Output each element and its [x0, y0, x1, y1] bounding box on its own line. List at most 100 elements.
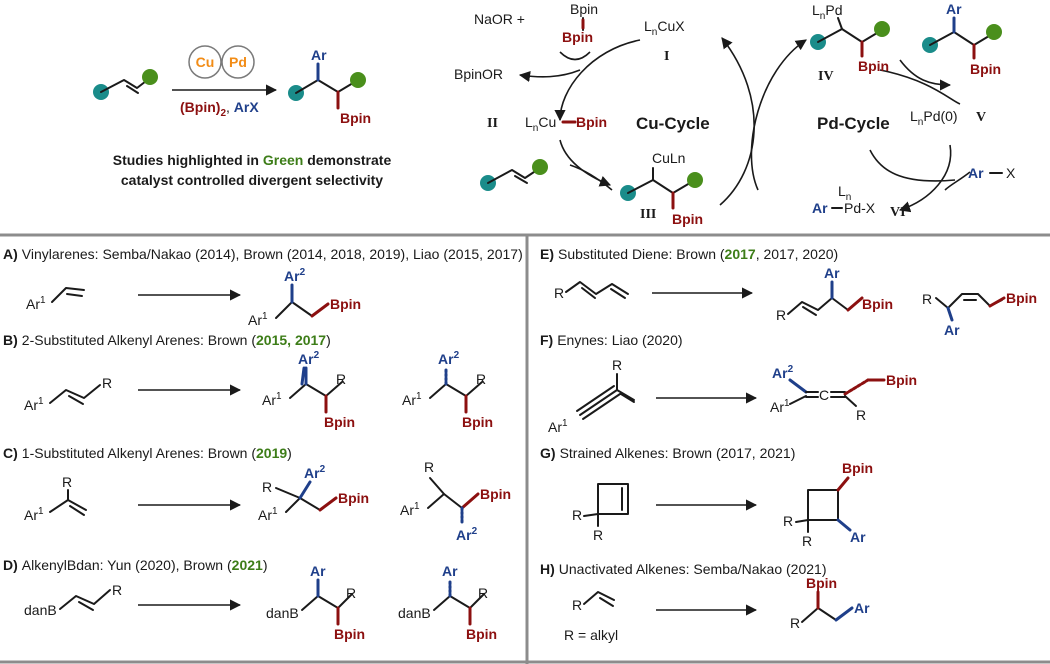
- d-p2-bpin: Bpin: [466, 626, 497, 642]
- green-ball: [350, 72, 366, 88]
- g-r1-bond: [583, 513, 599, 517]
- naor-text: NaOR +: [474, 11, 525, 27]
- a-product-bpin: Bpin: [330, 296, 361, 312]
- g-bpin-bond: [836, 476, 850, 492]
- f-ar2-bond: [788, 378, 808, 394]
- section-F-header: F)Enynes: Liao (2020): [540, 332, 683, 348]
- b-p2-bpin: Bpin: [462, 414, 493, 430]
- h-ar-bond: [834, 606, 854, 622]
- product-bpin: Bpin: [970, 61, 1001, 77]
- section-B-header: B)2-Substituted Alkenyl Arenes: Brown (2…: [3, 332, 331, 348]
- d-reactant-danb: danB: [24, 602, 57, 618]
- e-double-2: [610, 288, 626, 299]
- f-product-bpin: Bpin: [886, 372, 917, 388]
- f-product-ar1: Ar1: [770, 398, 790, 415]
- b-p1-wedge: [300, 366, 306, 386]
- pd-circle: [221, 45, 255, 79]
- product-bpin: Bpin: [340, 110, 371, 126]
- vi-ln: Ln: [838, 183, 851, 203]
- green-ball: [687, 172, 703, 188]
- green-ball: [532, 159, 548, 175]
- e-p2-bpin-bond: [988, 296, 1006, 308]
- double-bond-line: [514, 175, 528, 184]
- d-p1-danb: danB: [266, 605, 299, 621]
- section-B: B)2-Substituted Alkenyl Arenes: Brown (2…: [3, 332, 493, 430]
- a-vinyl-double: [66, 293, 83, 297]
- e-p2-r: R: [922, 291, 932, 307]
- section-E-header: E)Substituted Diene: Brown (2017, 2017, …: [540, 246, 838, 262]
- g-ar-bond: [836, 518, 852, 532]
- vi-ar: Ar: [812, 200, 828, 216]
- c-reactant-ar: Ar1: [24, 506, 44, 523]
- cu-arrow-2: [559, 139, 612, 187]
- c-p2-r-bond: [429, 477, 445, 495]
- section-E: E)Substituted Diene: Brown (2017, 2017, …: [540, 246, 1037, 338]
- reagents-text: (Bpin)2, ArX: [180, 99, 259, 119]
- e-p1-ar: Ar: [824, 265, 840, 281]
- f-product-ar2: Ar2: [772, 364, 794, 381]
- lnpd0-text: LnPd(0): [910, 108, 958, 128]
- cu-cycle-label: Cu-Cycle: [636, 114, 710, 133]
- pd-arrow-re: [879, 69, 961, 105]
- g-product-bpin: Bpin: [842, 460, 873, 476]
- section-F: F)Enynes: Liao (2020) R Ar1 Ar2 Ar1 C Bp…: [540, 332, 917, 435]
- f-reactant-ar: Ar1: [548, 418, 568, 435]
- alkene-in-arrow: [569, 164, 613, 191]
- d-alkene: [59, 589, 111, 610]
- c-p1-bpin: Bpin: [338, 490, 369, 506]
- c-p2-ar1: Ar1: [400, 501, 420, 518]
- b-p1-chain: [289, 381, 343, 399]
- product-out-arrow: [899, 59, 952, 91]
- c-p1-ar2: Ar2: [304, 464, 326, 481]
- b-p2-ar2: Ar2: [438, 350, 460, 367]
- d-p1-bpin: Bpin: [334, 626, 365, 642]
- c-p1-r: R: [262, 479, 272, 495]
- a-vinyl: [51, 287, 85, 303]
- roman-III: III: [640, 207, 656, 222]
- f-alkyne-1: [579, 389, 618, 416]
- section-A: A)Vinylarenes: Semba/Nakao (2014), Brown…: [3, 246, 523, 328]
- b-p1-ar1: Ar1: [262, 391, 282, 408]
- h-product-r: R: [790, 615, 800, 631]
- arx-in-arrow: [944, 171, 971, 191]
- h-r-alkyl: R = alkyl: [564, 627, 618, 643]
- reactant-alkene: [93, 69, 158, 100]
- iii-chain: [627, 179, 696, 194]
- e-double-1: [581, 287, 596, 299]
- section-D-header: D)AlkenylBdan: Yun (2020), Brown (2021): [3, 557, 267, 573]
- f-ar1-bond: [789, 395, 807, 405]
- lncu-bpin-b: Bpin: [576, 114, 607, 130]
- green-ball: [874, 21, 890, 37]
- d-p1-ar: Ar: [310, 563, 326, 579]
- product-ar: Ar: [946, 1, 962, 17]
- roman-VI: VI: [890, 205, 906, 220]
- alkene-substrate: [480, 159, 548, 191]
- product-chain: [295, 79, 359, 94]
- g-product-r2: R: [802, 533, 812, 549]
- overall-reaction: Cu Pd (Bpin)2, ArX Ar Bpin Studies highl…: [93, 45, 392, 188]
- section-A-header: A)Vinylarenes: Semba/Nakao (2014), Brown…: [3, 246, 523, 262]
- c-p1-r-bond: [275, 487, 301, 499]
- f-alkyne-3: [582, 393, 621, 420]
- a-product-ar2: Ar2: [284, 267, 306, 284]
- note-line-1: Studies highlighted in Green demonstrate: [113, 152, 392, 168]
- oxidative-addition-arrow: [898, 144, 952, 213]
- pd-bond: [837, 17, 843, 30]
- c-p2-chain: [427, 493, 463, 509]
- section-D: D)AlkenylBdan: Yun (2020), Brown (2021) …: [3, 557, 497, 642]
- iii-bpin: Bpin: [672, 211, 703, 227]
- d-p2-danb: danB: [398, 605, 431, 621]
- roman-IV: IV: [818, 69, 834, 84]
- pd-label: Pd: [229, 54, 247, 70]
- e-p2-bpin: Bpin: [1006, 290, 1037, 306]
- e-diene: [565, 281, 629, 295]
- d-p1-chain: [301, 593, 353, 611]
- a-product-ar1: Ar1: [248, 311, 268, 328]
- e-reactant-r: R: [554, 285, 564, 301]
- f-vinyl: [616, 389, 635, 401]
- d-p2-chain: [433, 593, 485, 611]
- roman-II: II: [487, 116, 498, 131]
- pd-cycle-label: Pd-Cycle: [817, 114, 890, 133]
- lncux-text: LnCuX: [644, 18, 685, 38]
